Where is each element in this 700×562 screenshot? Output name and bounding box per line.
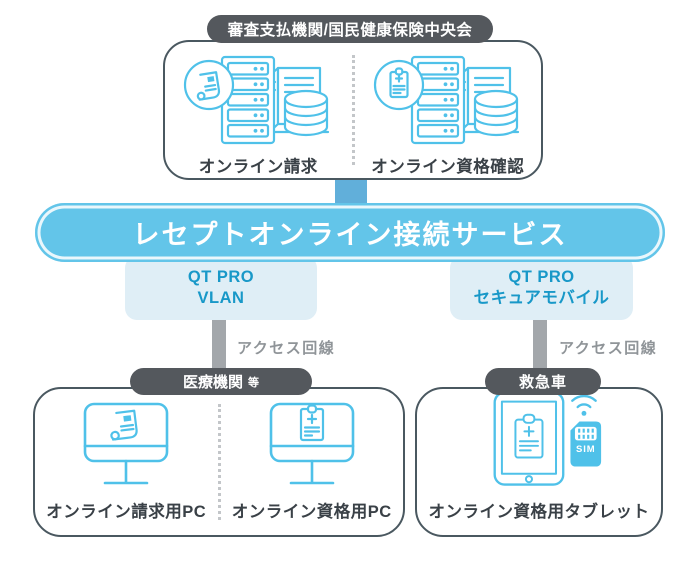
clipboard-icon [299,404,324,442]
medical-institution-badge-main: 医療機関 [182,374,243,391]
qt-pro-vlan-line1: QT PRO [187,267,255,286]
medical-institution-box: オンライン請求用PC オンライン資格用PC [33,387,405,537]
qt-pro-secure-mobile-line1: QT PRO [508,267,575,286]
qt-pro-secure-mobile-box: QT PRO セキュアモバイル [450,256,633,320]
access-line-left [212,320,226,374]
medical-institution-badge: 医療機関 等 [130,368,312,395]
qt-pro-vlan-line2: VLAN [197,289,245,307]
medical-institution-badge-suffix: 等 [248,376,259,389]
receipt-icon [196,71,221,101]
eligibility-pc-label: オンライン資格用PC [231,503,392,521]
wifi-icon [571,394,597,416]
ambulance-box: SIM オンライン資格用タブレット [415,387,663,537]
sim-label: SIM [576,444,596,455]
billing-pc-label: オンライン請求用PC [46,503,207,521]
clipboard-icon [389,67,409,99]
receipt-icon [110,409,138,441]
access-line-left-label: アクセス回線 [237,340,336,357]
eligibility-pc-section: オンライン資格用PC [221,389,404,535]
online-billing-section: オンライン請求 [165,42,352,178]
access-line-right-label: アクセス回線 [559,340,658,357]
sim-card-icon: SIM [570,421,602,467]
service-bar-label: レセプトオンライン接続サービス [132,220,568,250]
top-box-divider [351,55,355,165]
eligibility-tablet-label: オンライン資格用タブレット [428,503,650,521]
receipt-online-service-bar: レセプトオンライン接続サービス [35,203,665,262]
payer-organization-badge: 審査支払機関/国民健康保険中央会 [207,15,493,43]
top-connector [335,178,367,206]
qt-pro-secure-mobile-line2: セキュアモバイル [473,289,610,307]
online-billing-label: オンライン請求 [198,158,318,176]
eligibility-server-icon [373,55,519,145]
payer-organization-box: オンライン請求 [163,40,543,180]
eligibility-tablet-icon: SIM [493,391,602,486]
access-line-right [533,320,547,374]
online-eligibility-section: オンライン資格確認 [355,42,542,178]
billing-pc-icon [83,402,169,485]
clipboard-icon [514,413,544,459]
billing-server-icon [184,55,330,145]
billing-pc-section: オンライン請求用PC [35,389,218,535]
eligibility-pc-icon [269,402,355,485]
qt-pro-vlan-box: QT PRO VLAN [125,256,317,320]
ambulance-badge: 救急車 [485,368,601,395]
online-eligibility-label: オンライン資格確認 [371,158,525,176]
bottom-box-divider [217,404,221,520]
